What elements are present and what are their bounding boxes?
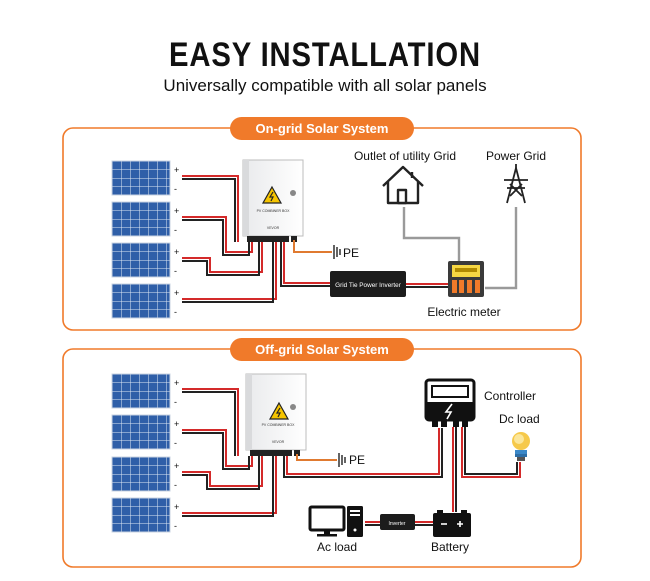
pe-label: PE bbox=[349, 453, 365, 467]
battery-icon bbox=[433, 510, 471, 537]
solar-panel-icon bbox=[111, 373, 171, 409]
minus-sign: - bbox=[174, 225, 177, 235]
page-title: EASY INSTALLATION bbox=[169, 36, 481, 74]
light-bulb-icon bbox=[512, 432, 530, 461]
solar-panel-icon bbox=[111, 201, 171, 237]
solar-panel-icon bbox=[111, 456, 171, 492]
plus-sign: + bbox=[174, 378, 179, 388]
plus-sign: + bbox=[174, 419, 179, 429]
off-grid-inverter: Inverter bbox=[380, 514, 415, 530]
power-grid-label: Power Grid bbox=[486, 149, 546, 163]
controller-icon bbox=[424, 378, 476, 427]
inverter-label: Grid Tie Power Inverter bbox=[335, 282, 402, 289]
on-grid-label-pill bbox=[230, 117, 414, 140]
minus-sign: - bbox=[174, 480, 177, 490]
outlet-label: Outlet of utility Grid bbox=[354, 149, 456, 163]
box-brand: VEVOR bbox=[272, 440, 285, 444]
minus-sign: - bbox=[174, 307, 177, 317]
solar-panel-icon bbox=[111, 160, 171, 196]
ground-icon bbox=[333, 245, 341, 259]
off-grid-section: Off-grid Solar System + - + - + - + - bbox=[62, 338, 582, 568]
minus-sign: - bbox=[174, 438, 177, 448]
plus-sign: + bbox=[174, 247, 179, 257]
computer-icon bbox=[308, 505, 363, 537]
panel-wires bbox=[182, 175, 277, 303]
plus-sign: + bbox=[174, 165, 179, 175]
pe-label: PE bbox=[343, 246, 359, 260]
house-icon bbox=[382, 165, 424, 205]
minus-sign: - bbox=[174, 521, 177, 531]
meter-label: Electric meter bbox=[427, 305, 500, 319]
solar-panel-icon bbox=[111, 242, 171, 278]
power-tower-icon bbox=[504, 164, 528, 204]
plus-sign: + bbox=[174, 502, 179, 512]
dc-load-label: Dc load bbox=[499, 412, 540, 426]
minus-sign: - bbox=[174, 266, 177, 276]
controller-label: Controller bbox=[484, 389, 536, 403]
plus-sign: + bbox=[174, 206, 179, 216]
solar-panel-icon bbox=[111, 497, 171, 533]
electric-meter-icon bbox=[448, 261, 484, 297]
panel-wires bbox=[182, 388, 277, 517]
inverter-label: Inverter bbox=[389, 521, 406, 527]
minus-sign: - bbox=[174, 184, 177, 194]
box-model: PV COMBINER BOX bbox=[257, 209, 291, 213]
combiner-box-icon: PV COMBINER BOX VEVOR bbox=[242, 159, 304, 242]
box-brand: VEVOR bbox=[267, 226, 280, 230]
off-grid-label-pill bbox=[230, 338, 414, 361]
page-subtitle: Universally compatible with all solar pa… bbox=[163, 76, 487, 95]
plus-sign: + bbox=[174, 461, 179, 471]
solar-panel-icon bbox=[111, 414, 171, 450]
ground-icon bbox=[338, 453, 346, 467]
on-grid-section: On-grid Solar System + - + - + - + - bbox=[62, 117, 582, 331]
on-grid-label: On-grid Solar System bbox=[256, 121, 389, 136]
box-model: PV COMBINER BOX bbox=[262, 423, 296, 427]
plus-sign: + bbox=[174, 288, 179, 298]
combiner-box-icon: PV COMBINER BOX VEVOR bbox=[245, 373, 307, 456]
ac-load-label: Ac load bbox=[317, 540, 357, 554]
solar-panel-icon bbox=[111, 283, 171, 319]
battery-label: Battery bbox=[431, 540, 469, 554]
grid-tie-inverter: Grid Tie Power Inverter bbox=[330, 271, 406, 297]
off-grid-label: Off-grid Solar System bbox=[255, 342, 389, 357]
minus-sign: - bbox=[174, 397, 177, 407]
